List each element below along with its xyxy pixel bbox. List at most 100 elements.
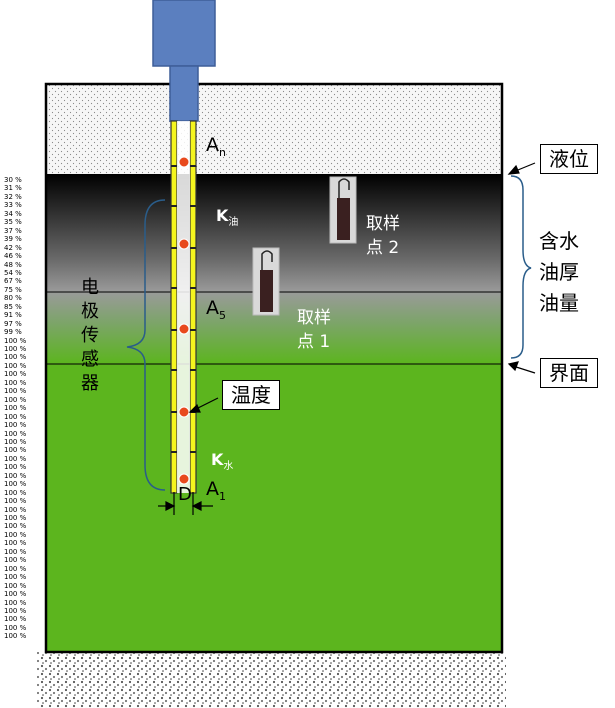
- probe-rod-right: [189, 120, 197, 494]
- percent-tick: 100 %: [4, 471, 27, 480]
- sensor-label-char: 感: [81, 349, 99, 370]
- percent-tick: 100 %: [4, 632, 27, 641]
- percent-tick: 100 %: [4, 488, 27, 497]
- water-oil-line1: 含水: [539, 229, 579, 253]
- water-layer: [47, 364, 501, 652]
- water-oil-brace: [510, 175, 532, 359]
- percent-tick: 35 %: [4, 218, 22, 227]
- probe-head: [152, 0, 216, 67]
- a-n-sub: n: [219, 145, 226, 159]
- percent-tick: 100 %: [4, 581, 27, 590]
- percent-tick: 100 %: [4, 480, 27, 489]
- tank-outline: [44, 82, 504, 654]
- sample2-line2: 点 2: [366, 238, 400, 258]
- temperature-sensors: [178, 156, 190, 485]
- water-oil-line3: 油量: [539, 291, 579, 315]
- percent-tick: 100 %: [4, 387, 27, 396]
- a-1-sub: 1: [219, 489, 226, 503]
- percent-tick: 100 %: [4, 564, 27, 573]
- percent-tick: 100 %: [4, 446, 27, 455]
- water-oil-label: 含水 油厚 油量: [539, 226, 579, 319]
- percent-tick: 75 %: [4, 285, 22, 294]
- percent-tick: 67 %: [4, 277, 22, 286]
- label-d: D: [178, 484, 192, 505]
- percent-tick: 100 %: [4, 598, 27, 607]
- a-n-main: A: [206, 134, 219, 156]
- percent-tick: 46 %: [4, 252, 22, 261]
- percent-tick: 30 %: [4, 176, 22, 184]
- percent-tick: 100 %: [4, 573, 27, 582]
- percent-tick: 100 %: [4, 463, 27, 472]
- percent-tick: 100 %: [4, 590, 27, 599]
- label-a-5: A5: [206, 297, 226, 322]
- percent-tick: 100 %: [4, 530, 27, 539]
- sensor-label-char: 器: [81, 373, 99, 394]
- percent-tick: 100 %: [4, 454, 27, 463]
- sensor-brace: [126, 199, 166, 491]
- percent-tick: 100 %: [4, 623, 27, 632]
- k-oil-main: K: [216, 206, 229, 225]
- diameter-dimension: [158, 492, 213, 515]
- liquid-level-arrow: [507, 162, 536, 175]
- percent-tick: 100 %: [4, 615, 27, 624]
- percent-tick: 100 %: [4, 437, 27, 446]
- percent-tick: 33 %: [4, 201, 22, 210]
- percent-tick: 100 %: [4, 370, 27, 379]
- percent-tick: 39 %: [4, 235, 22, 244]
- percent-tick: 100 %: [4, 361, 27, 370]
- temperature-label: 温度: [222, 380, 280, 410]
- probe-neck: [169, 65, 199, 122]
- sample2-line1: 取样: [366, 214, 400, 234]
- percent-tick: 100 %: [4, 497, 27, 506]
- percent-tick: 48 %: [4, 260, 22, 269]
- percent-tick: 32 %: [4, 192, 22, 201]
- percent-tick: 85 %: [4, 302, 22, 311]
- percent-tick: 100 %: [4, 522, 27, 531]
- probe-core: [177, 121, 190, 493]
- gravel-bottom: [37, 652, 506, 708]
- percent-tick: 100 %: [4, 539, 27, 548]
- percent-tick: 100 %: [4, 345, 27, 353]
- sensor-label-char: 电: [81, 277, 99, 298]
- percent-tick: 100 %: [4, 505, 27, 514]
- water-oil-line2: 油厚: [539, 260, 579, 284]
- a-1-main: A: [206, 478, 219, 500]
- sensor-label-char: 传: [81, 325, 99, 346]
- sample-point-1-label: 取样 点 1: [297, 306, 331, 354]
- percent-tick: 100 %: [4, 336, 27, 345]
- label-a-1: A1: [206, 478, 226, 503]
- percent-tick: 100 %: [4, 547, 27, 556]
- interface-label: 界面: [540, 358, 598, 388]
- k-oil-sub: 油: [228, 217, 239, 229]
- sample-point-2-label: 取样 点 2: [366, 212, 400, 260]
- label-a-n: An: [206, 134, 226, 159]
- sensor-label-char: 极: [81, 301, 99, 322]
- percent-tick: 37 %: [4, 226, 22, 235]
- temperature-arrow: [188, 397, 219, 413]
- percent-tick: 100 %: [4, 378, 27, 387]
- sampler-2-image: [329, 176, 357, 244]
- percent-tick: 100 %: [4, 556, 27, 565]
- percent-tick: 100 %: [4, 404, 27, 413]
- sample1-line2: 点 1: [297, 332, 331, 352]
- percent-tick: 54 %: [4, 268, 22, 277]
- percent-tick: 31 %: [4, 184, 22, 193]
- percent-tick: 100 %: [4, 421, 27, 430]
- a-5-sub: 5: [219, 308, 226, 322]
- percent-tick: 100 %: [4, 395, 27, 404]
- sampler-1-image: [252, 247, 280, 316]
- percent-tick: 42 %: [4, 243, 22, 252]
- percent-tick: 97 %: [4, 319, 22, 328]
- percent-tick: 100 %: [4, 429, 27, 438]
- label-k-water: K水: [211, 450, 233, 472]
- percent-tick: 100 %: [4, 514, 27, 522]
- percent-tick: 34 %: [4, 209, 22, 218]
- k-water-main: K: [211, 450, 224, 469]
- a-5-main: A: [206, 297, 219, 319]
- percent-tick: 100 %: [4, 412, 27, 421]
- k-water-sub: 水: [223, 461, 234, 473]
- liquid-level-label: 液位: [540, 144, 598, 174]
- percent-tick: 80 %: [4, 294, 22, 303]
